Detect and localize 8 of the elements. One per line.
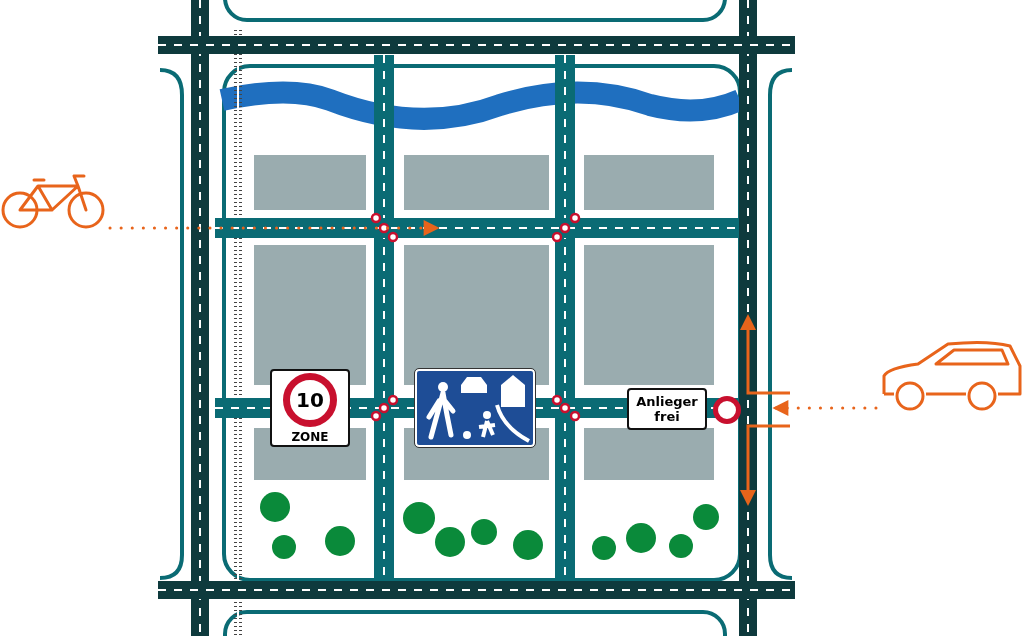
speed-zone-sign: [270, 369, 350, 447]
speed-limit-number: 10: [283, 372, 337, 427]
no-entry-sign: [713, 396, 741, 424]
play-street-sign: [415, 369, 535, 447]
zone-text: ZONE: [291, 429, 329, 444]
dotted-arrow: [772, 400, 878, 416]
residents-only-sign: Anlieger frei: [627, 388, 707, 430]
dotted-arrow: [108, 220, 440, 236]
